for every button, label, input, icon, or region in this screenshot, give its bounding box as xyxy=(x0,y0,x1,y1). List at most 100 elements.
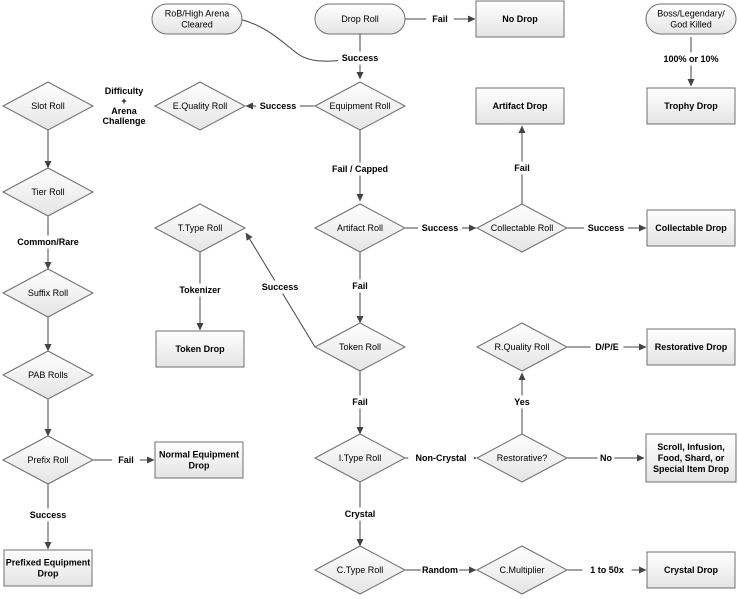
decision-diamond xyxy=(313,203,407,253)
edge-label-text: Success xyxy=(422,223,459,233)
node-no-drop: No Drop xyxy=(475,0,565,38)
node-pab-rolls: PAB Rolls xyxy=(1,350,95,400)
node-label: R.Quality Roll xyxy=(494,342,549,352)
edge-label-background xyxy=(256,99,300,113)
edge-label-background xyxy=(94,84,154,128)
result-box xyxy=(646,328,736,366)
node-label: Restorative? xyxy=(497,453,548,463)
edge-label-text: Fail xyxy=(352,397,368,407)
node-label: Trophy Drop xyxy=(664,101,718,111)
node-token-roll: Token Roll xyxy=(313,322,407,372)
edge-label-background xyxy=(420,563,460,577)
edge-label-background xyxy=(346,279,374,293)
node-equip-roll: Equipment Roll xyxy=(313,81,407,131)
node-artifact-drop: Artifact Drop xyxy=(475,87,565,125)
decision-diamond xyxy=(1,81,95,131)
edge-label-fail-token: Fail xyxy=(346,395,374,409)
node-equality: E.Quality Roll xyxy=(153,81,247,131)
decision-diamond xyxy=(1,167,95,217)
node-cmultiplier: C.Multiplier xyxy=(475,545,569,595)
decision-diamond xyxy=(313,322,407,372)
node-collectable-drop: Collectable Drop xyxy=(646,209,736,247)
edge-label-success-collectable: Success xyxy=(584,221,628,235)
decision-diamond xyxy=(313,545,407,595)
edge-label-background xyxy=(408,451,474,465)
edge-label-background xyxy=(590,340,624,354)
node-label: Token Roll xyxy=(339,342,381,352)
node-tier-roll: Tier Roll xyxy=(1,167,95,217)
edge-label-text: Random xyxy=(422,565,458,575)
edge-label-background xyxy=(584,221,628,235)
terminal-pill xyxy=(314,3,406,35)
node-label: Boss/Legendary/God Killed xyxy=(657,9,725,30)
node-label: Restorative Drop xyxy=(655,342,728,352)
node-slot-roll: Slot Roll xyxy=(1,81,95,131)
edge-label-background xyxy=(112,453,140,467)
edge-label-success-artifact: Success xyxy=(418,221,462,235)
decision-diamond xyxy=(313,433,407,483)
edge-label-random: Random xyxy=(420,563,460,577)
edge-label-text: 100% or 10% xyxy=(663,54,718,64)
node-collectable-roll: Collectable Roll xyxy=(475,203,569,253)
node-restorative-q: Restorative? xyxy=(475,433,569,483)
edge-label-boss-pct: 100% or 10% xyxy=(658,52,724,66)
decision-diamond xyxy=(153,81,247,131)
node-trophy-drop: Trophy Drop xyxy=(646,87,736,125)
edge-label-background xyxy=(346,395,374,409)
decision-diamond xyxy=(313,81,407,131)
decision-diamond xyxy=(475,433,569,483)
node-label: PAB Rolls xyxy=(28,370,68,380)
decision-diamond xyxy=(475,322,569,372)
result-box xyxy=(646,551,736,589)
edge-label-background xyxy=(15,235,81,249)
edge-label-success-token: Success xyxy=(258,280,302,294)
edge-label-common-rare: Common/Rare xyxy=(15,235,81,249)
edge-label-background xyxy=(510,395,534,409)
edge-label-fail-capped: Fail / Capped xyxy=(321,162,399,176)
edge-label-text: Fail / Capped xyxy=(332,164,388,174)
edge-label-background xyxy=(172,283,228,297)
node-label: Equipment Roll xyxy=(329,101,390,111)
node-label: Collectable Roll xyxy=(491,223,554,233)
decision-diamond xyxy=(1,268,95,318)
node-itype-roll: I.Type Roll xyxy=(313,433,407,483)
edge-label-text: Fail xyxy=(432,14,448,24)
edge-label-text: Success xyxy=(342,53,379,63)
edge-label-no: No xyxy=(597,451,615,465)
node-label: Suffix Roll xyxy=(28,288,68,298)
edge-label-text: Common/Rare xyxy=(17,237,79,247)
node-label: I.Type Roll xyxy=(339,453,382,463)
result-box xyxy=(475,87,565,125)
edge-label-background xyxy=(658,52,724,66)
edge-label-success-drop: Success xyxy=(338,51,382,65)
edge-label-yes: Yes xyxy=(510,395,534,409)
edge-label-background xyxy=(26,508,70,522)
edge-label-background xyxy=(338,507,382,521)
edge-label-background xyxy=(508,161,536,175)
edge-label-fail-artifact: Fail xyxy=(346,279,374,293)
edge-label-text: Fail xyxy=(118,455,134,465)
decision-diamond xyxy=(153,203,247,253)
edge-label-background xyxy=(426,12,454,26)
node-suffix-roll: Suffix Roll xyxy=(1,268,95,318)
node-label: Prefix Roll xyxy=(27,455,68,465)
decision-diamond xyxy=(1,435,95,485)
node-label: C.Multiplier xyxy=(499,565,544,575)
decision-diamond xyxy=(475,203,569,253)
result-box xyxy=(646,87,736,125)
edge-label-fail-collectable: Fail xyxy=(508,161,536,175)
edge-label-fail-drop: Fail xyxy=(426,12,454,26)
terminal-pill xyxy=(645,3,737,35)
node-label: Slot Roll xyxy=(31,101,65,111)
edge-label-background xyxy=(597,451,615,465)
node-label: T.Type Roll xyxy=(178,223,223,233)
node-label: No Drop xyxy=(502,14,538,24)
edge-label-text: Success xyxy=(260,101,297,111)
